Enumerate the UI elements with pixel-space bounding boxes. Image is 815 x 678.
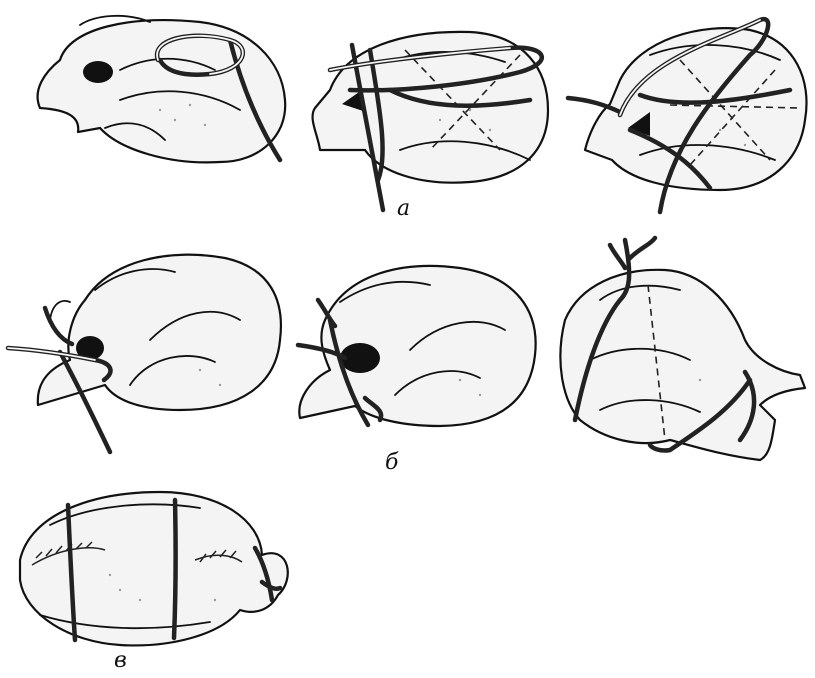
bird-a2 [313, 32, 548, 210]
bird-a1 [38, 16, 286, 163]
bird-b1 [8, 255, 281, 452]
bird-b3 [560, 238, 805, 460]
label-b: б [385, 450, 398, 475]
bird-c1 [20, 492, 288, 645]
bird-a3 [568, 19, 807, 212]
bird-b2 [298, 266, 536, 426]
label-v: в [114, 648, 127, 673]
label-a: а [397, 196, 410, 221]
